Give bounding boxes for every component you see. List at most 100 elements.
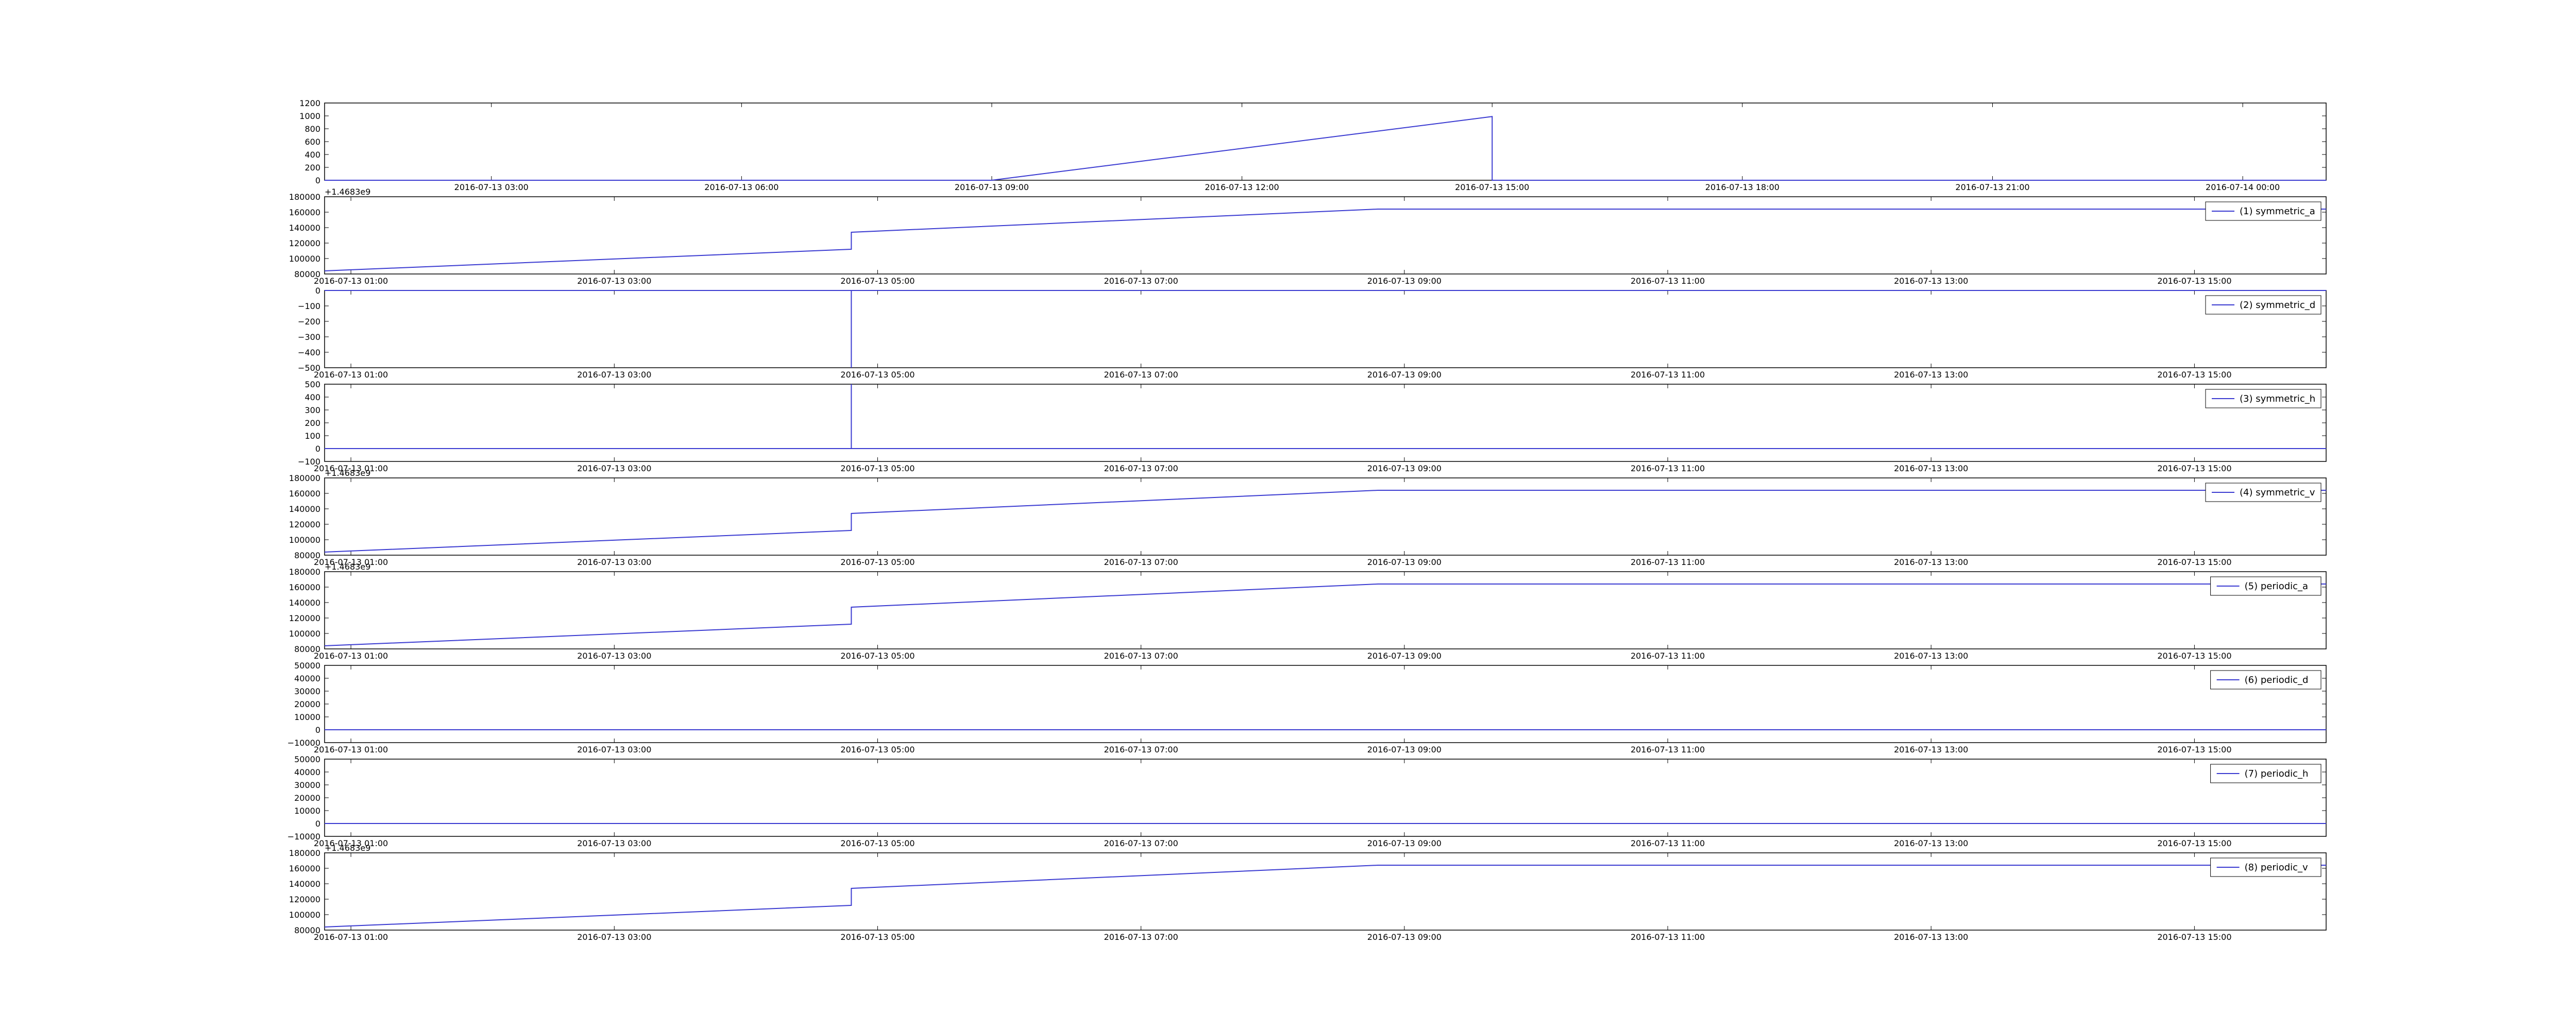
x-tick-label: 2016-07-13 03:00 <box>577 745 651 754</box>
y-tick-label: 10000 <box>294 712 320 722</box>
subplot-6: 800001000001200001400001600001800002016-… <box>289 562 2327 661</box>
legend: (8) periodic_v <box>2210 857 2321 877</box>
legend-label: (4) symmetric_v <box>2240 487 2315 498</box>
x-tick-label: 2016-07-13 13:00 <box>1894 838 1968 848</box>
legend-label: (8) periodic_v <box>2245 862 2308 873</box>
x-tick-label: 2016-07-13 01:00 <box>314 838 388 848</box>
y-tick-label: 180000 <box>289 192 320 202</box>
x-tick-label: 2016-07-13 13:00 <box>1894 370 1968 380</box>
x-tick-label: 2016-07-13 07:00 <box>1104 651 1178 661</box>
x-tick-label: 2016-07-13 05:00 <box>840 651 914 661</box>
y-tick-label: 160000 <box>289 208 320 217</box>
y-tick-label: 80000 <box>294 269 320 279</box>
legend: (2) symmetric_d <box>2205 295 2321 315</box>
series-line <box>325 384 2326 449</box>
offset-label: +1.4683e9 <box>325 562 370 572</box>
y-tick-label: −200 <box>298 317 320 327</box>
y-tick-label: 0 <box>315 176 320 185</box>
y-tick-label: −10000 <box>287 738 320 748</box>
y-tick-label: 100000 <box>289 254 320 264</box>
x-tick-label: 2016-07-13 01:00 <box>314 932 388 942</box>
y-tick-label: −300 <box>298 332 320 342</box>
y-tick-label: 140000 <box>289 504 320 514</box>
y-tick-label: 50000 <box>294 754 320 764</box>
y-tick-label: 120000 <box>289 895 320 904</box>
y-tick-label: 160000 <box>289 864 320 873</box>
x-tick-label: 2016-07-13 05:00 <box>840 557 914 567</box>
x-tick-label: 2016-07-13 01:00 <box>314 557 388 567</box>
x-tick-label: 2016-07-13 13:00 <box>1894 464 1968 473</box>
x-tick-label: 2016-07-13 09:00 <box>1367 370 1442 380</box>
x-tick-label: 2016-07-13 15:00 <box>1455 182 1529 192</box>
axes-frame <box>324 852 2327 931</box>
offset-label: +1.4683e9 <box>325 468 370 478</box>
y-tick-label: 140000 <box>289 223 320 233</box>
y-tick-label: 120000 <box>289 613 320 623</box>
y-tick-label: 1000 <box>299 111 320 121</box>
y-tick-label: −400 <box>298 348 320 357</box>
x-tick-label: 2016-07-13 18:00 <box>1705 182 1780 192</box>
x-tick-label: 2016-07-13 15:00 <box>2157 745 2231 754</box>
subplot-2: 80000 100000 120000 140000 160000 180000 2016-… <box>289 187 2327 286</box>
y-tick-label: 30000 <box>294 780 320 790</box>
axes-frame <box>324 102 2327 181</box>
y-tick-label: 20000 <box>294 699 320 709</box>
y-tick-label: 40000 <box>294 767 320 777</box>
x-tick-label: 2016-07-13 05:00 <box>840 276 914 286</box>
y-tick-label: 50000 <box>294 661 320 671</box>
y-tick-label: 0 <box>315 725 320 735</box>
x-tick-label: 2016-07-13 15:00 <box>2157 370 2231 380</box>
y-tick-label: 0 <box>315 286 320 296</box>
x-tick-label: 2016-07-13 15:00 <box>2157 557 2231 567</box>
x-tick-label: 2016-07-13 11:00 <box>1631 276 1705 286</box>
y-tick-label: 600 <box>304 137 320 147</box>
x-tick-label: 2016-07-13 09:00 <box>1367 745 1442 754</box>
x-tick-label: 2016-07-13 03:00 <box>577 557 651 567</box>
x-tick-label: 2016-07-13 03:00 <box>577 464 651 473</box>
y-tick-label: 300 <box>304 405 320 415</box>
x-tick-label: 2016-07-13 15:00 <box>2157 932 2231 942</box>
y-tick-label: 100000 <box>289 910 320 920</box>
series-line <box>324 865 2326 928</box>
x-tick-label: 2016-07-13 03:00 <box>577 370 651 380</box>
x-tick-label: 2016-07-13 01:00 <box>314 276 388 286</box>
x-tick-label: 2016-07-13 03:00 <box>577 932 651 942</box>
y-tick-label: 0 <box>315 819 320 829</box>
y-tick-label: 100000 <box>289 535 320 545</box>
x-tick-label: 2016-07-13 03:00 <box>577 276 651 286</box>
x-tick-label: 2016-07-13 11:00 <box>1631 932 1705 942</box>
axes-frame <box>324 665 2327 743</box>
x-tick-label: 2016-07-13 11:00 <box>1631 370 1705 380</box>
x-tick-label: 2016-07-13 05:00 <box>840 932 914 942</box>
y-tick-label: 500 <box>304 380 320 389</box>
x-tick-label: 2016-07-13 07:00 <box>1104 838 1178 848</box>
x-tick-label: 2016-07-13 13:00 <box>1894 932 1968 942</box>
x-tick-label: 2016-07-13 05:00 <box>840 838 914 848</box>
x-tick-label: 2016-07-13 01:00 <box>314 370 388 380</box>
x-tick-label: 2016-07-13 05:00 <box>840 745 914 754</box>
y-tick-label: 400 <box>304 150 320 160</box>
y-tick-label: 120000 <box>289 238 320 248</box>
legend-label: (5) periodic_a <box>2245 581 2309 592</box>
y-tick-label: −10000 <box>287 832 320 842</box>
x-tick-label: 2016-07-13 07:00 <box>1104 557 1178 567</box>
y-tick-label: 30000 <box>294 686 320 696</box>
y-tick-label: 200 <box>304 163 320 173</box>
subplot-8: −10000010000200003000040000500002016-07-… <box>287 754 2327 848</box>
y-tick-label: 40000 <box>294 674 320 683</box>
offset-label: +1.4683e9 <box>325 843 370 853</box>
x-tick-label: 2016-07-13 11:00 <box>1631 745 1705 754</box>
legend-label: (6) periodic_d <box>2245 675 2309 685</box>
x-tick-label: 2016-07-13 11:00 <box>1631 651 1705 661</box>
x-tick-label: 2016-07-13 01:00 <box>314 745 388 754</box>
x-tick-label: 2016-07-13 11:00 <box>1631 838 1705 848</box>
legend-label: (2) symmetric_d <box>2240 300 2315 311</box>
x-tick-label: 2016-07-13 07:00 <box>1104 370 1178 380</box>
y-tick-label: −100 <box>298 301 320 311</box>
x-tick-label: 2016-07-13 21:00 <box>1955 182 2029 192</box>
legend: (7) periodic_h <box>2210 764 2321 783</box>
x-tick-label: 2016-07-13 09:00 <box>1367 276 1442 286</box>
y-tick-label: 140000 <box>289 598 320 608</box>
